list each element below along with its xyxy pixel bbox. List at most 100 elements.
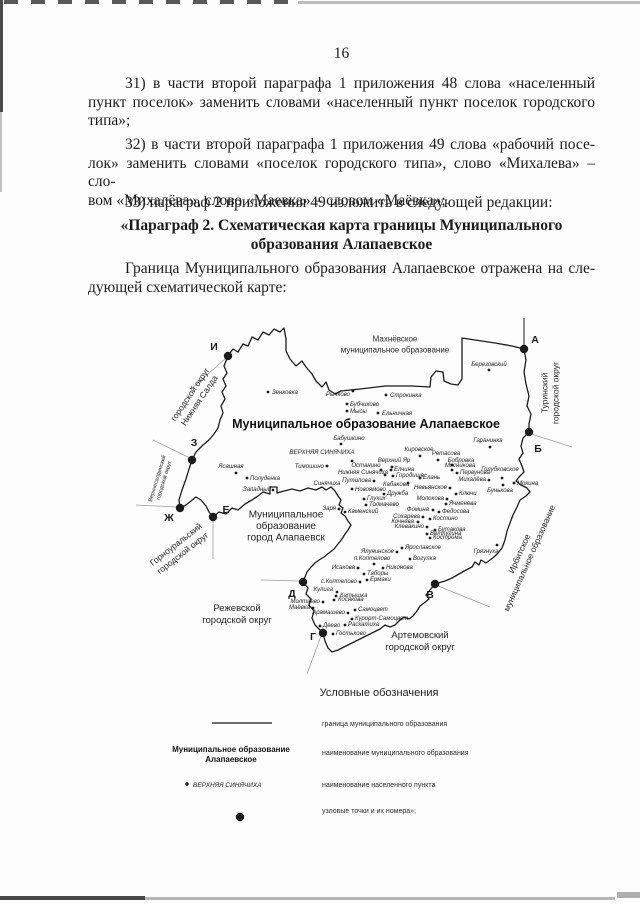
settlement-label: Курорт-Самоцвет: [355, 616, 408, 622]
settlement-dot: [339, 442, 343, 446]
region-label-line: городской округ: [202, 615, 272, 626]
settlement-dot: [334, 594, 338, 598]
settlement-label: Западный: [243, 486, 272, 493]
legend-municipality-sample: Муниципальное образование: [172, 745, 290, 754]
settlement-dot: [271, 488, 275, 492]
paragraph-line: 33) параграф 2 приложения 49 изложить в …: [125, 194, 553, 211]
settlement-label: Мысы: [350, 409, 367, 415]
settlement-label: Мясникова: [445, 463, 476, 469]
settlement-dot: [345, 409, 349, 413]
settlement-label: Городище: [396, 473, 425, 479]
legend-item-label: узловые точки и их номера»;: [322, 808, 416, 815]
settlement-dot: [318, 624, 322, 628]
region-label-line: Муниципальное: [249, 510, 324, 521]
settlement-dot: [266, 390, 270, 394]
region-label-line: город Алапаевск: [247, 533, 325, 544]
scan-artifact-bottom-gray: [145, 897, 615, 900]
settlement-label: Ретасова: [432, 451, 461, 457]
settlement-dot: [356, 566, 360, 570]
region-label-line: муниципальное образование: [341, 346, 450, 355]
settlement-label: Бунькова: [487, 488, 513, 494]
node-point-label: И: [210, 341, 218, 353]
settlement-label: Ярославское: [404, 545, 442, 551]
paragraph-line: Граница Муниципального образования Алапа…: [125, 260, 595, 277]
settlement-dot: [487, 478, 491, 482]
settlement-dot: [331, 632, 335, 636]
settlement-dot: [321, 600, 325, 604]
settlement-dot: [437, 510, 441, 514]
legend-settlement-sample: ВЕРХНЯЯ СИНЯЧИХА: [193, 782, 262, 789]
municipality-name-label: Муниципальное образование Алапаевское: [232, 417, 500, 431]
paragraph-line: 31) в части второй параграфа 1 приложени…: [125, 75, 595, 92]
node-leader-line: [530, 433, 573, 448]
region-label-line: муниципальное образование: [501, 503, 557, 613]
settlement-dot: [381, 566, 385, 570]
settlement-label: Федосова: [442, 509, 470, 515]
settlement-dot: [351, 389, 355, 393]
settlement-dot: [421, 515, 425, 519]
node-point-dot: [318, 628, 328, 638]
scan-artifact-top-dashes: [4, 0, 300, 4]
paragraph-line: дующей схематической карте:: [88, 278, 287, 296]
settlement-label: Кировское: [404, 447, 434, 453]
settlement-label: Строкинка: [390, 393, 422, 399]
node-point-dot: [298, 577, 308, 587]
legend-node-dot: [235, 812, 245, 822]
settlement-label: Исакова: [332, 565, 356, 571]
legend-item-label: граница муниципального образования: [322, 720, 447, 728]
node-leader-line: [306, 635, 322, 675]
settlement-label: Рычково: [326, 392, 351, 398]
settlement-label: Кочнева: [391, 519, 414, 525]
settlement-label: Глухих: [367, 496, 387, 502]
settlement-dot: [343, 623, 347, 627]
settlement-dot: [343, 510, 347, 514]
settlement-label: Бобровка: [448, 458, 475, 464]
settlement-dot: [450, 468, 454, 472]
settlement-label: Березовский: [471, 361, 507, 368]
settlement-label: Гостьково: [336, 631, 367, 637]
settlement-dot: [391, 474, 395, 478]
settlement-dot: [428, 517, 432, 521]
settlement-dot: [487, 368, 491, 372]
settlement-dot: [408, 557, 412, 561]
node-point-label: Е: [222, 504, 229, 516]
settlement-dot: [436, 458, 440, 462]
settlement-dot: [445, 497, 449, 501]
settlement-dot: [428, 536, 432, 540]
node-leader-line: [152, 439, 191, 459]
settlement-label: Ермаки: [370, 577, 392, 583]
node-point-dot: [519, 344, 529, 354]
node-point-dot: [223, 351, 233, 361]
settlement-dot: [362, 572, 366, 576]
settlement-dot: [450, 463, 454, 467]
paragraph-32: 32) в части второй параграфа 1 приложени…: [88, 136, 595, 210]
settlement-dot: [389, 468, 393, 472]
settlement-label: Полуденка: [250, 476, 281, 482]
settlement-label: Кабакова: [383, 482, 410, 488]
settlement-label: Костино: [433, 516, 459, 522]
settlement-dot: [353, 608, 357, 612]
settlement-dot: [454, 492, 458, 496]
scan-artifact-bottom-dark: [0, 896, 145, 900]
settlement-dot: [433, 528, 437, 532]
settlement-label: ВЕРХНЯЯ СИНЯЧИХА: [289, 449, 354, 456]
settlement-label: Мокина: [517, 481, 539, 487]
settlement-dot: [418, 476, 422, 480]
paragraph-line: вом «Михалёва», слово «Маевка» – словом …: [88, 191, 446, 209]
paragraph-line: пункт поселок» заменить словами «населен…: [88, 93, 595, 111]
settlement-label: Нижняя Синячиха: [338, 470, 389, 476]
settlement-dot: [512, 481, 516, 485]
paragraph-intro: Граница Муниципального образования Алапа…: [88, 260, 595, 297]
settlement-label: Толмачево: [369, 502, 400, 508]
node-leader-line: [190, 358, 226, 390]
settlement-label: п.Коптелово: [354, 556, 391, 562]
settlement-label: Дружба: [386, 491, 409, 497]
settlement-label: Молтаево: [290, 599, 320, 605]
